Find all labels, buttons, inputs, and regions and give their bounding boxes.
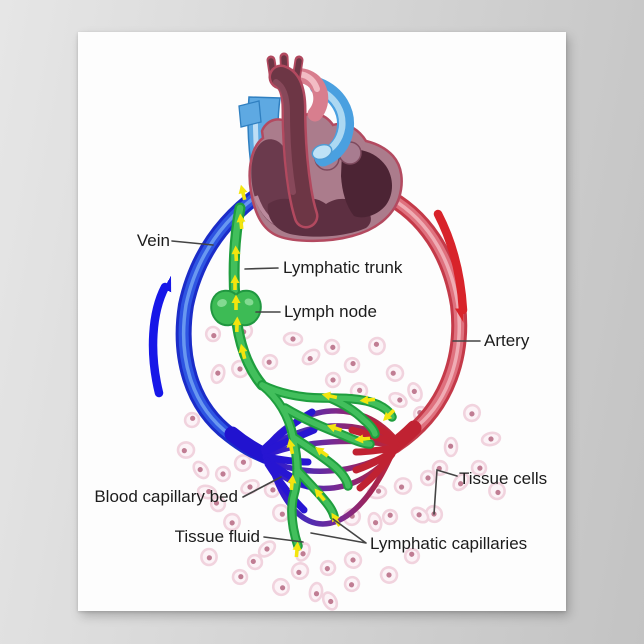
leader-lines bbox=[171, 240, 481, 544]
tissue-cell bbox=[308, 581, 324, 603]
tissue-cell bbox=[379, 566, 399, 584]
lymphatic-capillaries-label: Lymphatic capillaries bbox=[370, 534, 528, 553]
tissue-cell bbox=[452, 472, 470, 492]
artery-label: Artery bbox=[484, 331, 530, 350]
tissue-cell bbox=[480, 431, 502, 447]
aortic-arch bbox=[266, 52, 329, 229]
tissue-cell bbox=[381, 508, 399, 526]
tissue-cell bbox=[368, 336, 386, 356]
tissue-cell bbox=[388, 391, 408, 409]
tissue-cell bbox=[462, 403, 482, 423]
vein-label: Vein bbox=[136, 231, 170, 250]
tissue-cell bbox=[385, 364, 405, 382]
tissue-cell bbox=[343, 356, 361, 374]
artery-flow-direction-arrow bbox=[433, 209, 468, 310]
left-vessel-stub bbox=[238, 100, 262, 128]
tissue-cells-label: Tissue cells bbox=[459, 469, 548, 488]
left-ventricle-chamber bbox=[341, 149, 392, 218]
tissue-cells-leader bbox=[433, 468, 458, 515]
tissue-cell bbox=[210, 363, 226, 385]
tissue-cell bbox=[257, 540, 277, 558]
tissue-cell bbox=[403, 547, 421, 565]
tissue-cell bbox=[176, 441, 196, 459]
tissue-cell bbox=[246, 553, 264, 571]
tissue-fluid-label: Tissue fluid bbox=[174, 527, 260, 546]
tissue-fluid-leader bbox=[263, 536, 304, 543]
tissue-cell bbox=[393, 477, 413, 495]
tissue-cell bbox=[488, 481, 506, 501]
tissue-cell bbox=[319, 559, 337, 577]
blood-capillary-bed-label: Blood capillary bed bbox=[94, 487, 238, 506]
tissue-cell bbox=[231, 568, 249, 586]
tissue-cell bbox=[223, 512, 241, 532]
lymph-node-label: Lymph node bbox=[284, 302, 377, 321]
tissue-cell bbox=[323, 338, 341, 356]
tissue-cell bbox=[282, 331, 304, 347]
tissue-cell bbox=[196, 484, 218, 500]
tissue-cell bbox=[204, 325, 222, 343]
blood-capillary-bed-leader bbox=[242, 476, 282, 498]
tissue-cell bbox=[200, 547, 218, 567]
tissue-cell bbox=[410, 506, 430, 524]
tissue-cell bbox=[261, 353, 279, 371]
tissue-cell bbox=[343, 551, 363, 569]
tissue-cell bbox=[470, 459, 488, 477]
tissue-cell bbox=[343, 575, 361, 593]
tissue-cell bbox=[321, 591, 339, 611]
tissue-cell bbox=[443, 436, 459, 458]
tissue-cell bbox=[367, 511, 383, 533]
lymphatic-capillaries bbox=[257, 380, 397, 551]
tissue-cell bbox=[290, 562, 310, 580]
tissue-cell bbox=[209, 495, 227, 513]
tissue-cell bbox=[263, 481, 281, 499]
tissue-cell bbox=[271, 577, 291, 597]
lymphatic-trunk-label: Lymphatic trunk bbox=[283, 258, 403, 277]
tissue-cell bbox=[407, 382, 423, 402]
tissue-cell bbox=[324, 371, 342, 389]
lymphatic-capillaries-leader bbox=[310, 518, 367, 544]
vein-flow-direction-arrow bbox=[148, 287, 165, 398]
tissue-cell bbox=[419, 469, 437, 487]
tissue-cell bbox=[233, 453, 253, 473]
lymphatic-trunk-leader bbox=[244, 267, 279, 270]
tissue-cell bbox=[214, 465, 232, 483]
tissue-cell bbox=[192, 460, 210, 480]
tissue-cell bbox=[183, 411, 201, 429]
pulmonary-artery bbox=[309, 77, 354, 167]
heart-illustration bbox=[238, 52, 403, 243]
vein-leader bbox=[171, 240, 214, 246]
tissue-cell bbox=[301, 348, 321, 366]
